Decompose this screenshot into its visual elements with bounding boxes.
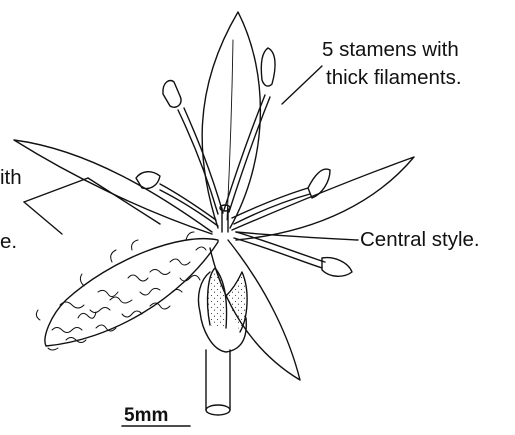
petal-hairy [45,239,218,346]
leader-left-b [24,202,62,234]
stalk [206,350,230,410]
leader-style [236,232,358,240]
stamen-filament [236,232,325,262]
label-left-line1: ith [0,168,22,189]
stamen-anther [308,169,330,198]
stamen-filament [229,97,270,212]
petal-upper-left [14,140,212,234]
ovary [208,268,227,328]
stamen-filament [234,194,310,224]
leader-left-a [24,178,88,202]
petal-hairs [36,232,206,350]
label-stamens-line1: 5 stamens with [322,40,459,61]
leader-left-c [88,178,160,224]
scale-label: 5mm [124,406,168,425]
leader-stamens [282,66,322,104]
label-stamens-line2: thick filaments. [326,68,462,89]
stamen-anther [261,48,275,86]
label-left-line2: e. [0,232,17,253]
label-central-style: Central style. [360,230,480,251]
stamen-filament [234,238,322,268]
stamen-anther [163,81,181,108]
stamen-anther [322,258,352,277]
